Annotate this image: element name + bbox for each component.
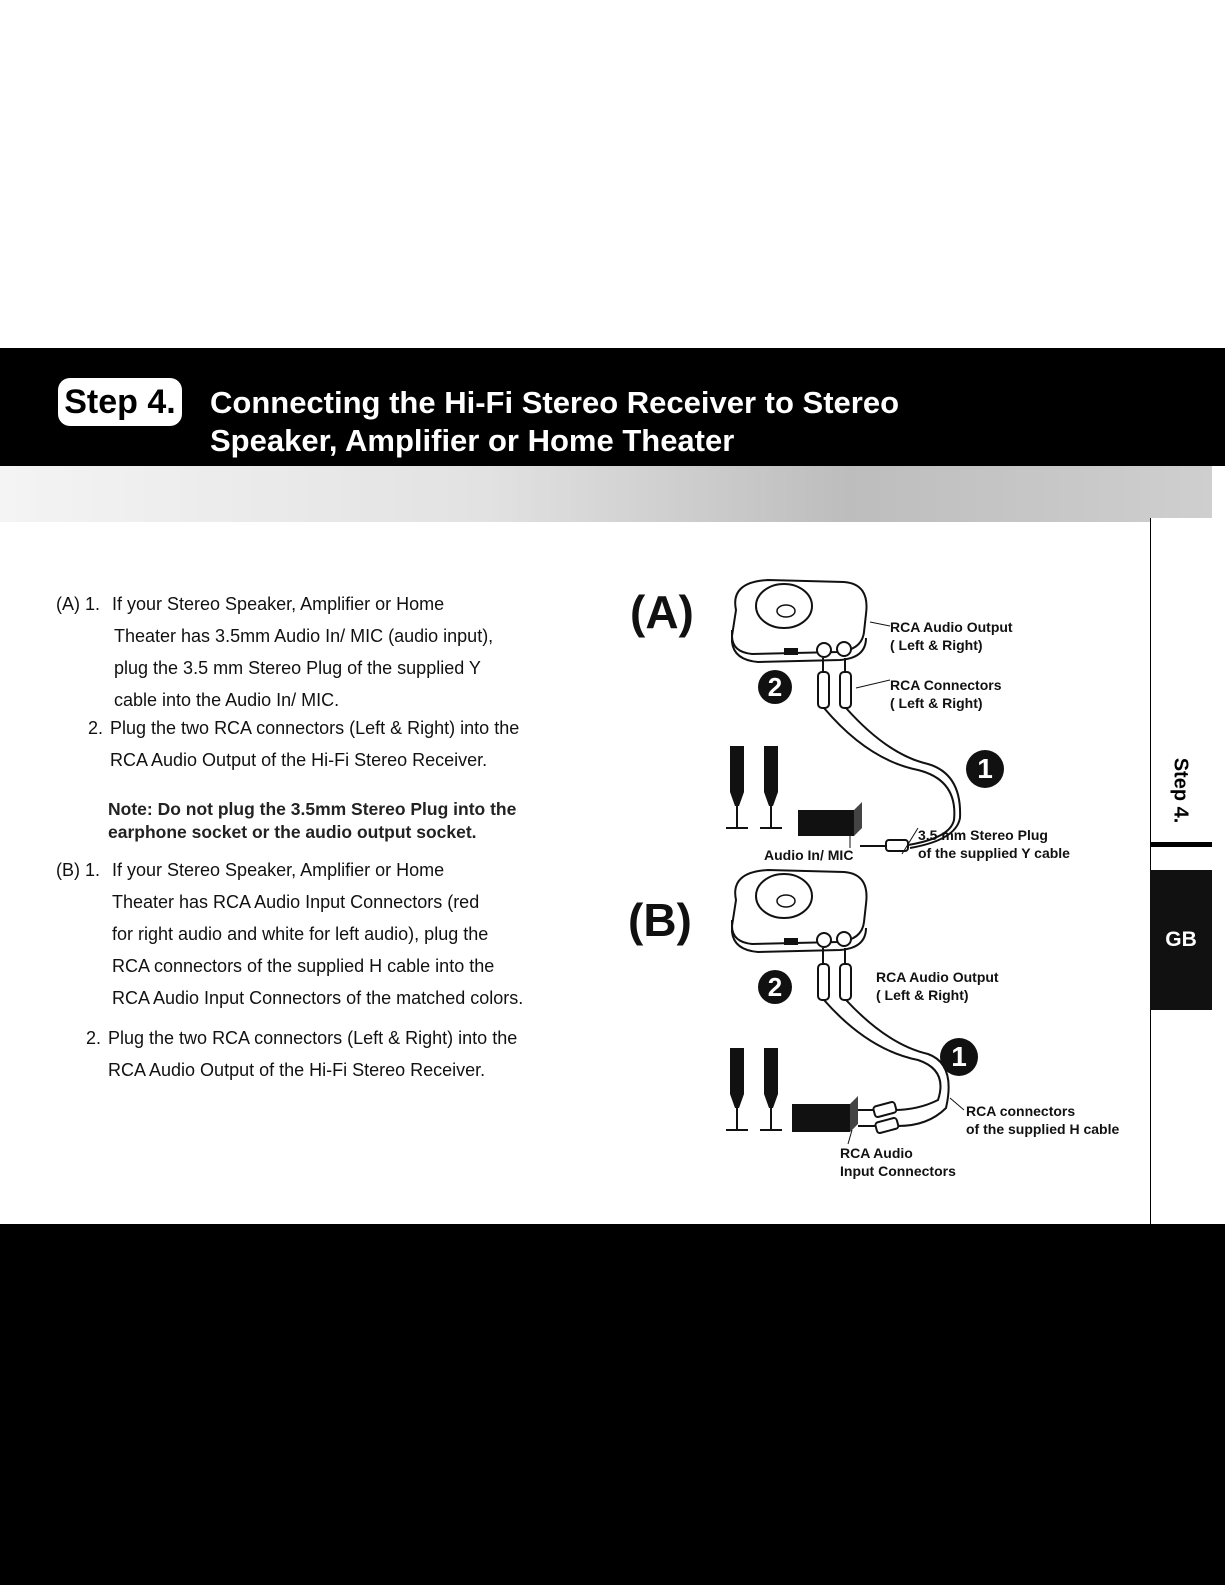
step-b-2-text: Plug the two RCA connectors (Left & Righ… <box>86 1022 586 1086</box>
step-2-badge-b: 2 <box>758 970 792 1004</box>
step-b-1-line: RCA Audio Input Connectors of the matche… <box>112 988 524 1008</box>
step-a-2-prefix: 2. <box>88 718 104 738</box>
bottom-band <box>0 1224 1225 1585</box>
note-line: Note: Do not plug the 3.5mm Stereo Plug … <box>108 799 517 819</box>
label-line: ( Left & Right) <box>890 637 983 653</box>
label-line: Input Connectors <box>840 1163 956 1179</box>
receiver-b-illustration <box>730 868 868 954</box>
step-b-1-line: for right audio and white for left audio… <box>112 924 489 944</box>
label-rca-connectors-b: RCA connectors of the supplied H cable <box>966 1102 1119 1138</box>
label-line: ( Left & Right) <box>890 695 983 711</box>
label-line: RCA Audio Output <box>876 969 999 985</box>
speakers-b <box>726 1048 782 1131</box>
rca-connectors-b <box>817 948 852 1001</box>
page-title-line-1: Connecting the Hi-Fi Stereo Receiver to … <box>210 385 900 420</box>
h-cable-b-left <box>823 999 942 1111</box>
side-tab-step-label: Step 4. <box>1169 757 1192 823</box>
step-1-badge-a-label: 1 <box>977 753 993 784</box>
label-rca-connectors-a: RCA Connectors ( Left & Right) <box>890 676 1002 712</box>
top-blank-area <box>0 0 1225 348</box>
leader-line <box>855 679 891 689</box>
label-rca-input-b: RCA Audio Input Connectors <box>840 1144 956 1180</box>
step-b-2-line: RCA Audio Output of the Hi-Fi Stereo Rec… <box>108 1060 486 1080</box>
step-b-1-prefix: (B) 1. <box>56 860 101 880</box>
rca-connectors-a <box>817 658 852 709</box>
step-a-1-text: If your Stereo Speaker, Amplifier or Hom… <box>56 588 576 716</box>
page-title-line-2: Speaker, Amplifier or Home Theater <box>210 423 735 458</box>
step-2-badge-b-label: 2 <box>767 972 783 1002</box>
step-2-badge-a: 2 <box>758 670 792 704</box>
label-line: RCA Audio <box>840 1145 913 1161</box>
leader-line <box>901 827 919 855</box>
step-b-2: 2. Plug the two RCA connectors (Left & R… <box>86 1022 586 1086</box>
stereo-plug-a <box>860 839 909 852</box>
note-line: earphone socket or the audio output sock… <box>108 822 477 842</box>
gray-strip <box>0 466 1212 522</box>
step-a-2-text: Plug the two RCA connectors (Left & Righ… <box>88 712 588 776</box>
h-cable-b-right <box>845 999 950 1127</box>
step-1-badge-a: 1 <box>966 750 1004 788</box>
note-text: Note: Do not plug the 3.5mm Stereo Plug … <box>108 798 578 844</box>
step-a-1-prefix: (A) 1. <box>56 594 101 614</box>
step-a-1-line: plug the 3.5 mm Stereo Plug of the suppl… <box>114 658 481 678</box>
step-b-1-line: If your Stereo Speaker, Amplifier or Hom… <box>112 860 445 880</box>
step-badge: Step 4. <box>58 378 182 426</box>
step-1-badge-b-label: 1 <box>951 1041 967 1072</box>
leader-line <box>949 1097 965 1111</box>
step-a-1: (A) 1. If your Stereo Speaker, Amplifier… <box>56 588 576 716</box>
connection-diagram: (A) 2 1 RCA Audio Output ( Left & Right)… <box>618 570 1138 1210</box>
speakers-a <box>726 746 782 829</box>
side-tab-step: Step 4. <box>1150 740 1210 840</box>
step-b-1: (B) 1. If your Stereo Speaker, Amplifier… <box>56 854 576 1014</box>
amplifier-a <box>798 802 862 848</box>
rca-plugs-b <box>858 1101 900 1135</box>
label-line: ( Left & Right) <box>876 987 969 1003</box>
receiver-a-illustration <box>730 578 868 664</box>
label-rca-output-a: RCA Audio Output ( Left & Right) <box>890 618 1013 654</box>
step-b-2-line: Plug the two RCA connectors (Left & Righ… <box>108 1028 518 1048</box>
step-a-1-line: If your Stereo Speaker, Amplifier or Hom… <box>112 594 445 614</box>
step-b-1-text: If your Stereo Speaker, Amplifier or Hom… <box>56 854 576 1014</box>
amplifier-b <box>792 1096 858 1145</box>
step-b-1-line: RCA connectors of the supplied H cable i… <box>112 956 495 976</box>
diagram-b-tag: (B) <box>628 894 692 946</box>
side-tab-language: GB <box>1150 870 1212 1010</box>
step-a-2-line: Plug the two RCA connectors (Left & Righ… <box>110 718 520 738</box>
label-line: of the supplied H cable <box>966 1121 1120 1137</box>
y-cable-a-left <box>823 707 956 846</box>
diagram-a-tag: (A) <box>630 586 694 638</box>
label-audio-in-a: Audio In/ MIC <box>764 847 854 863</box>
label-stereo-plug-a: 3.5 mm Stereo Plug of the supplied Y cab… <box>918 826 1070 862</box>
step-b-2-prefix: 2. <box>86 1028 102 1048</box>
step-a-2-line: RCA Audio Output of the Hi-Fi Stereo Rec… <box>110 750 488 770</box>
label-line: of the supplied Y cable <box>918 845 1070 861</box>
side-tab-divider <box>1150 842 1212 847</box>
label-line: RCA connectors <box>966 1103 1076 1119</box>
leader-line <box>869 621 891 627</box>
label-line: RCA Connectors <box>890 677 1002 693</box>
step-1-badge-b: 1 <box>940 1038 978 1076</box>
step-a-2: 2. Plug the two RCA connectors (Left & R… <box>88 712 588 776</box>
y-cable-a-right <box>845 707 962 849</box>
page-title: Connecting the Hi-Fi Stereo Receiver to … <box>210 384 1110 460</box>
step-a-1-line: cable into the Audio In/ MIC. <box>114 690 340 710</box>
step-b-1-line: Theater has RCA Audio Input Connectors (… <box>112 892 480 912</box>
label-line: RCA Audio Output <box>890 619 1013 635</box>
label-rca-output-b: RCA Audio Output ( Left & Right) <box>876 968 999 1004</box>
step-2-badge-a-label: 2 <box>767 672 783 702</box>
connection-diagram-svg <box>726 578 965 1145</box>
label-line: 3.5 mm Stereo Plug <box>918 827 1048 843</box>
header-band <box>0 348 1225 466</box>
step-a-1-line: Theater has 3.5mm Audio In/ MIC (audio i… <box>114 626 494 646</box>
